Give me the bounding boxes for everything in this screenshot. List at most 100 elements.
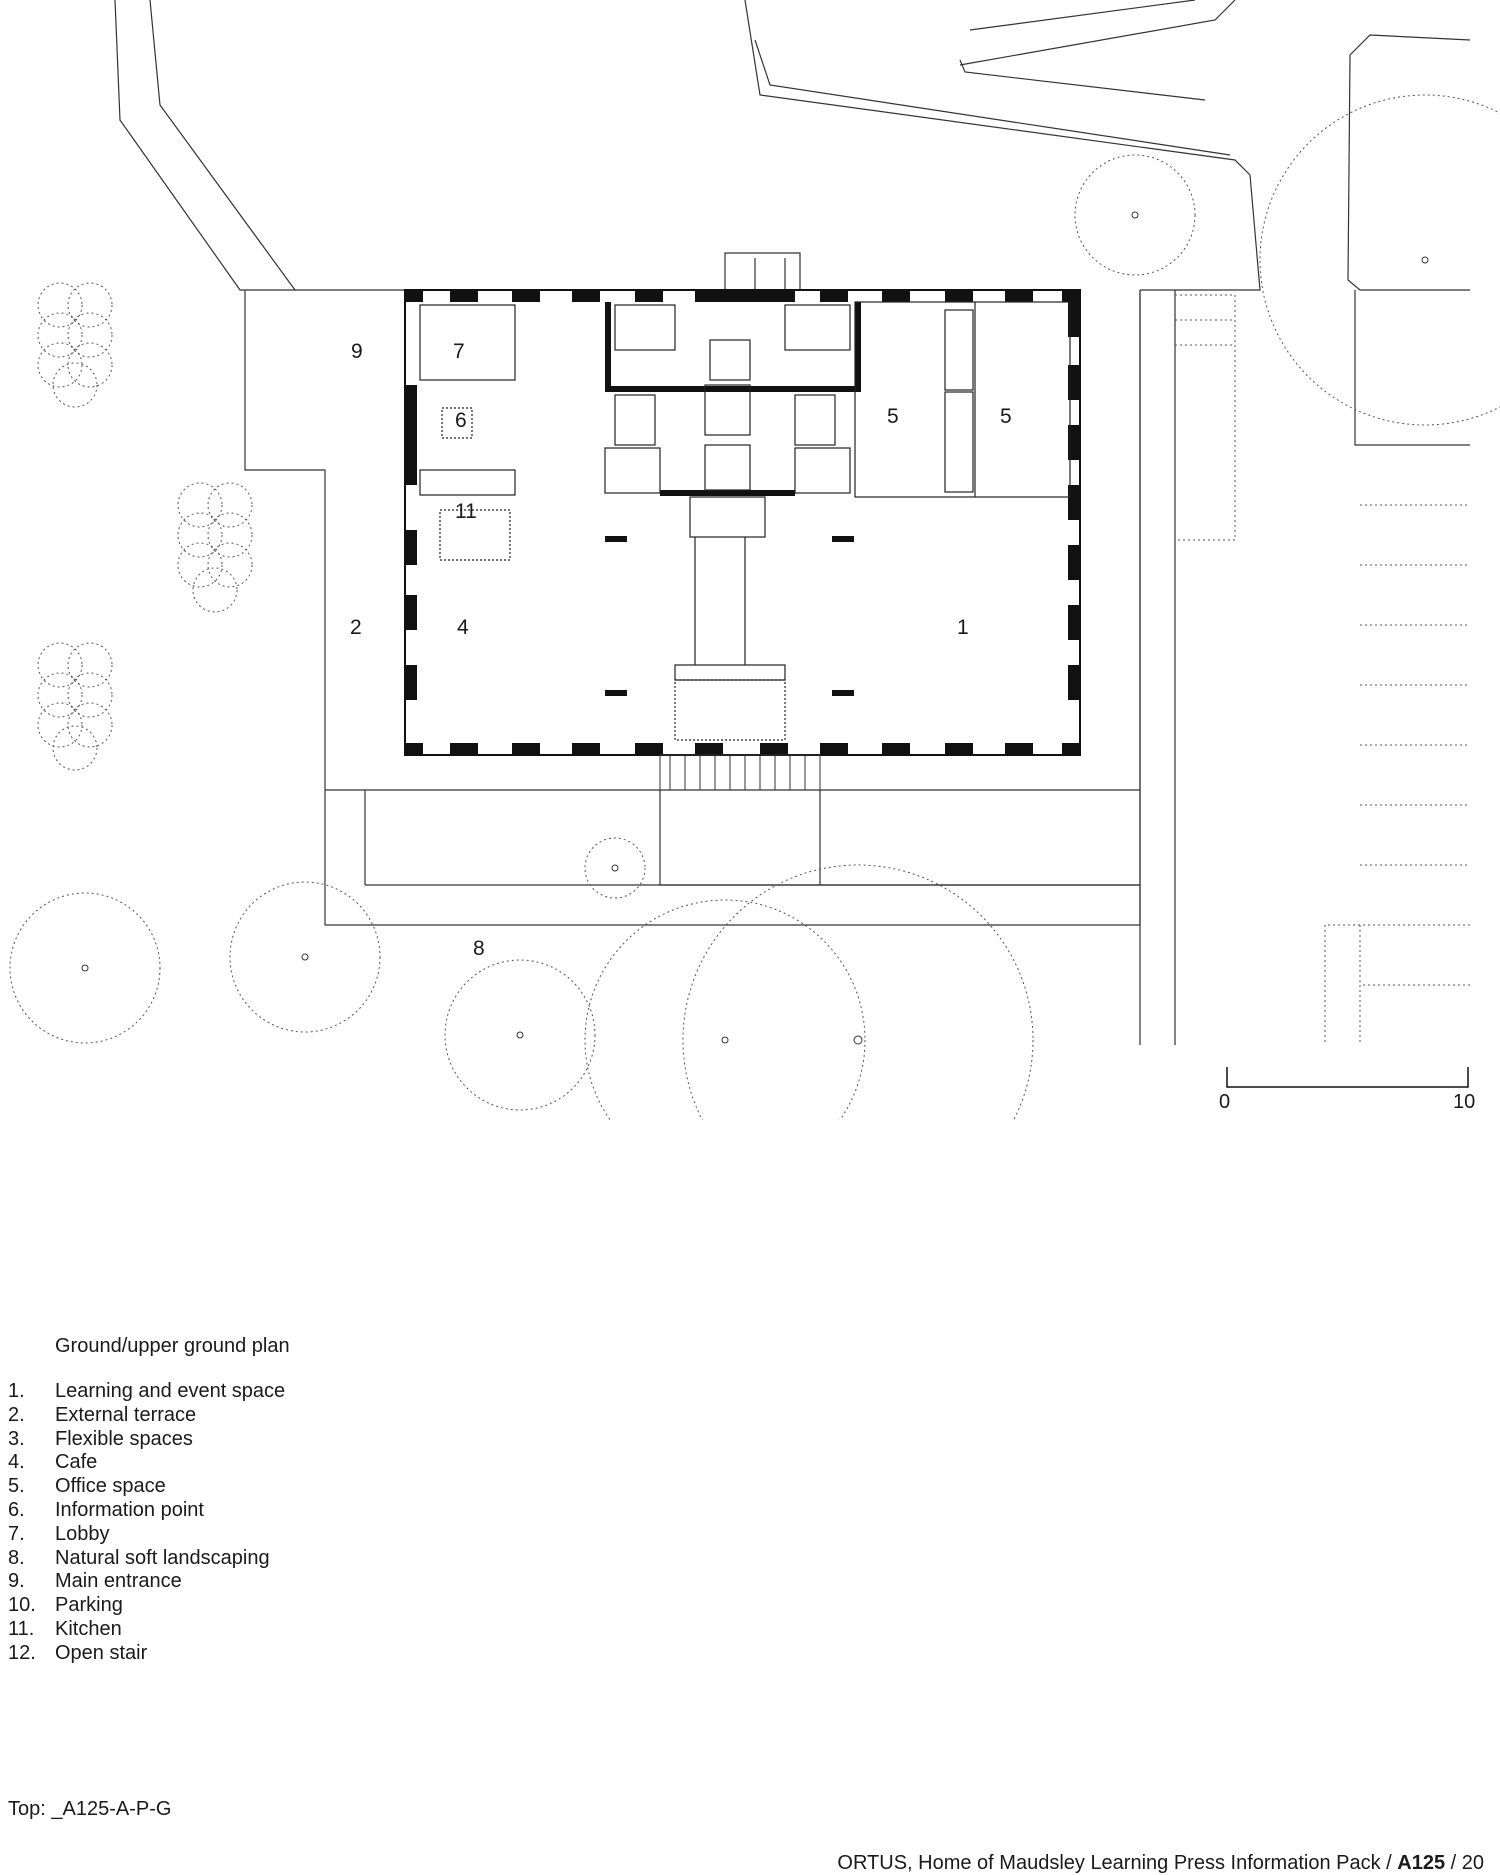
neighbour-building bbox=[754, 39, 1231, 156]
legend-number: 3. bbox=[8, 1427, 25, 1450]
facade-pier bbox=[405, 665, 417, 700]
column bbox=[832, 536, 854, 542]
tree-canopy bbox=[67, 312, 113, 358]
north-stair bbox=[724, 252, 801, 290]
legend-item: 6.Information point bbox=[8, 1499, 285, 1523]
tree-trunk bbox=[516, 1031, 524, 1039]
facade-pier bbox=[512, 743, 540, 755]
tree-canopy bbox=[67, 282, 113, 328]
tree-canopy bbox=[229, 881, 381, 1033]
facade-pier bbox=[572, 290, 600, 302]
legend-text: Learning and event space bbox=[55, 1380, 286, 1402]
legend-number: 5. bbox=[8, 1475, 25, 1498]
scale-end-label: 10 bbox=[1453, 1091, 1476, 1113]
tree-canopy bbox=[192, 567, 238, 613]
kitchen-counter bbox=[419, 469, 516, 496]
tree-canopy bbox=[177, 512, 223, 558]
room-label: 11 bbox=[455, 500, 477, 523]
legend-item: 4.Cafe bbox=[8, 1451, 285, 1475]
building-footprint bbox=[404, 289, 1081, 756]
facade-pier bbox=[572, 743, 600, 755]
sheet-code: Top: _A125-A-P-G bbox=[8, 1798, 172, 1820]
office-cupboard bbox=[944, 309, 974, 391]
tree-canopy bbox=[584, 899, 866, 1120]
tree-trunk bbox=[1131, 211, 1139, 219]
facade-pier bbox=[1068, 485, 1080, 520]
core-wall bbox=[605, 302, 611, 392]
legend-item: 5. Office space bbox=[8, 1475, 285, 1499]
footer-text: ORTUS, Home of Maudsley Learning Press I… bbox=[837, 1852, 1398, 1874]
tree-canopy bbox=[67, 672, 113, 718]
neighbour-building bbox=[969, 0, 1196, 31]
facade-pier bbox=[695, 743, 723, 755]
ramp-outline bbox=[659, 790, 1140, 886]
tree-canopy bbox=[207, 482, 253, 528]
facade-pier bbox=[1068, 665, 1080, 700]
facade-pier bbox=[1062, 743, 1080, 755]
tree-canopy bbox=[37, 342, 83, 388]
lobby-room bbox=[419, 304, 516, 381]
tree-canopy bbox=[177, 542, 223, 588]
facade-pier bbox=[405, 290, 423, 302]
neighbour-building bbox=[959, 0, 1236, 66]
lift bbox=[704, 384, 751, 436]
legend-item: 1.Learning and event space bbox=[8, 1380, 285, 1404]
tree-canopy bbox=[37, 642, 83, 688]
parking-bay bbox=[1359, 984, 1470, 1045]
facade-pier bbox=[1005, 743, 1033, 755]
facade-pier bbox=[405, 385, 417, 485]
legend-number: 12. bbox=[8, 1641, 36, 1664]
tree-canopy bbox=[67, 702, 113, 748]
legend-text: Office space bbox=[55, 1475, 166, 1498]
tree-canopy bbox=[682, 864, 1034, 1120]
office-cupboard bbox=[944, 391, 974, 493]
legend-title: Ground/upper ground plan bbox=[55, 1335, 290, 1357]
legend-text: Flexible spaces bbox=[55, 1427, 193, 1450]
boundary-wall bbox=[114, 0, 405, 291]
open-stair bbox=[689, 496, 766, 538]
entrance-steps bbox=[659, 754, 821, 791]
facade-pier bbox=[882, 743, 910, 755]
facade-pier bbox=[1068, 302, 1080, 337]
facade-pier bbox=[405, 743, 423, 755]
tree-trunk bbox=[81, 964, 89, 972]
riser bbox=[794, 447, 851, 494]
facade-pier bbox=[405, 595, 417, 630]
tree-canopy bbox=[177, 482, 223, 528]
legend-list: 1.Learning and event space 2.External te… bbox=[8, 1380, 285, 1666]
tree-trunk bbox=[1421, 256, 1429, 264]
legend-text: Open stair bbox=[55, 1641, 148, 1664]
facade-pier bbox=[450, 743, 478, 755]
room-label: 6 bbox=[455, 409, 467, 432]
core-wall bbox=[660, 490, 795, 496]
parking-bay bbox=[1324, 924, 1470, 1045]
tree-canopy bbox=[67, 642, 113, 688]
tree-canopy bbox=[52, 725, 98, 771]
facade-pier bbox=[945, 290, 973, 302]
neighbour-building bbox=[744, 0, 1261, 291]
legend-text: External terrace bbox=[55, 1403, 197, 1426]
scale-start-label: 0 bbox=[1219, 1091, 1231, 1113]
facade-pier bbox=[695, 290, 795, 302]
facade-pier bbox=[1068, 365, 1080, 400]
facade-pier bbox=[882, 290, 910, 302]
room-label: 8 bbox=[473, 937, 485, 960]
tree-canopy bbox=[444, 959, 596, 1111]
footer-page-number: / 20 bbox=[1445, 1852, 1484, 1874]
footer-doc-code: A125 bbox=[1397, 1852, 1446, 1874]
riser bbox=[794, 394, 836, 446]
legend-item: 3. Flexible spaces bbox=[8, 1428, 285, 1452]
core-wall bbox=[605, 386, 861, 392]
legend-item: 10.Parking bbox=[8, 1594, 285, 1618]
facade-pier bbox=[450, 290, 478, 302]
legend-item: 12. Open stair bbox=[8, 1642, 285, 1666]
tree-trunk bbox=[721, 1036, 729, 1044]
legend-number: 6. bbox=[8, 1498, 25, 1521]
boundary-wall bbox=[149, 0, 296, 291]
neighbour-building bbox=[1347, 34, 1471, 291]
room-label: 7 bbox=[453, 340, 465, 363]
tree-trunk bbox=[301, 953, 309, 961]
tree-canopy bbox=[1259, 94, 1500, 426]
facade-pier bbox=[1068, 545, 1080, 580]
legend-item: 7.Lobby bbox=[8, 1523, 285, 1547]
